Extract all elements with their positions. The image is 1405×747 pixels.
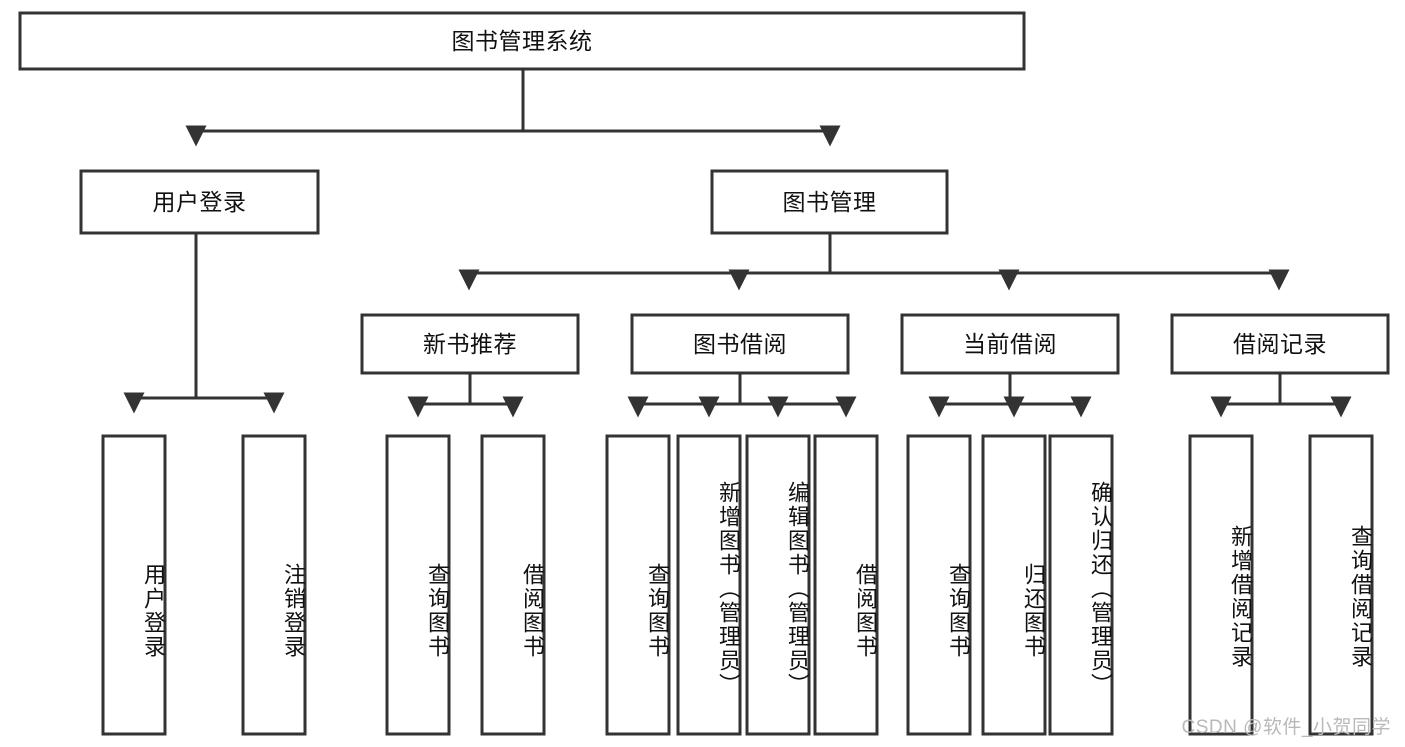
node-box-current-borrow[interactable] bbox=[900, 313, 1120, 375]
node-box-new-book-recommend[interactable] bbox=[360, 313, 580, 375]
node-box-root[interactable] bbox=[18, 11, 1026, 71]
node-box-leaf-user-login[interactable] bbox=[101, 434, 167, 736]
node-box-leaf-query-record[interactable] bbox=[1308, 434, 1374, 736]
csdn-watermark: CSDN @软件_小贺同学 bbox=[1181, 717, 1391, 738]
node-box-leaf-add-record[interactable] bbox=[1188, 434, 1254, 736]
node-box-book-manage[interactable] bbox=[710, 169, 949, 235]
node-box-leaf-add-book[interactable] bbox=[676, 434, 742, 736]
node-box-leaf-return-book[interactable] bbox=[981, 434, 1047, 736]
node-box-book-borrow[interactable] bbox=[630, 313, 850, 375]
node-box-leaf-borrow-book-2[interactable] bbox=[813, 434, 879, 736]
node-box-leaf-query-book-3[interactable] bbox=[906, 434, 972, 736]
node-box-leaf-edit-book[interactable] bbox=[745, 434, 811, 736]
node-box-leaf-query-book-2[interactable] bbox=[605, 434, 671, 736]
node-box-leaf-confirm-return[interactable] bbox=[1048, 434, 1114, 736]
node-box-user-login[interactable] bbox=[79, 169, 320, 235]
node-box-leaf-user-logout[interactable] bbox=[241, 434, 307, 736]
node-box-leaf-query-book-1[interactable] bbox=[385, 434, 451, 736]
node-box-borrow-record[interactable] bbox=[1170, 313, 1390, 375]
node-box-leaf-borrow-book-1[interactable] bbox=[480, 434, 546, 736]
